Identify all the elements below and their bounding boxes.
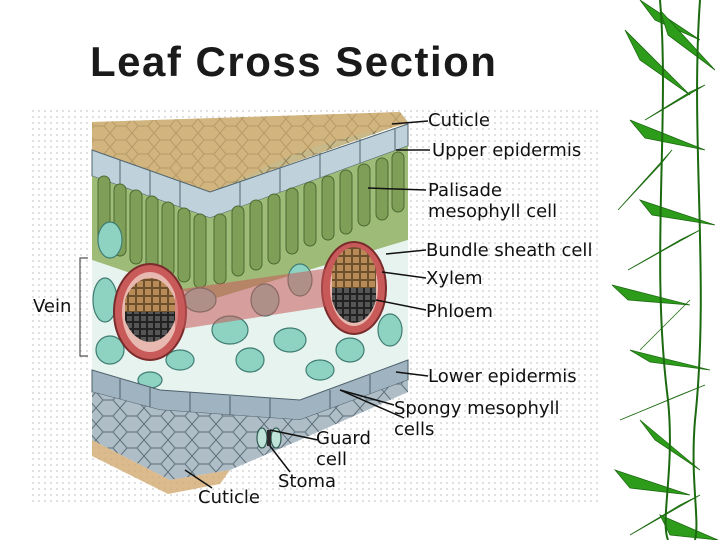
- label-upper-epidermis: Upper epidermis: [432, 140, 581, 161]
- label-phloem: Phloem: [426, 301, 493, 322]
- label-palisade-line2: mesophyll cell: [428, 201, 557, 222]
- bamboo-leaf: [630, 120, 705, 150]
- bamboo-leaf: [628, 230, 700, 270]
- bamboo-leaf: [620, 385, 705, 420]
- label-spongy-line1: Spongy mesophyll: [394, 398, 560, 419]
- label-lower-epidermis: Lower epidermis: [428, 366, 577, 387]
- bamboo-leaf: [640, 200, 715, 225]
- label-guard-line1: Guard: [316, 428, 371, 449]
- label-guard-line2: cell: [316, 449, 347, 470]
- label-vein: Vein: [33, 296, 71, 317]
- bamboo-leaf: [615, 470, 690, 495]
- label-xylem: Xylem: [426, 268, 483, 289]
- bamboo-leaf: [640, 300, 690, 350]
- label-spongy-line2: cells: [394, 419, 434, 440]
- bamboo-leaf: [660, 10, 715, 70]
- bamboo-leaf: [618, 150, 672, 210]
- label-cuticle-top: Cuticle: [428, 110, 490, 131]
- label-palisade-line1: Palisade: [428, 180, 502, 201]
- bamboo-leaf: [630, 350, 710, 370]
- label-stoma: Stoma: [278, 471, 336, 492]
- bamboo-leaf: [645, 85, 705, 120]
- bamboo-stem: [660, 0, 670, 540]
- bamboo-stem: [694, 0, 701, 540]
- label-cuticle-bottom: Cuticle: [198, 487, 260, 508]
- label-bundle-sheath: Bundle sheath cell: [426, 240, 592, 261]
- bamboo-leaf: [660, 515, 718, 540]
- bamboo-leaf: [612, 285, 690, 305]
